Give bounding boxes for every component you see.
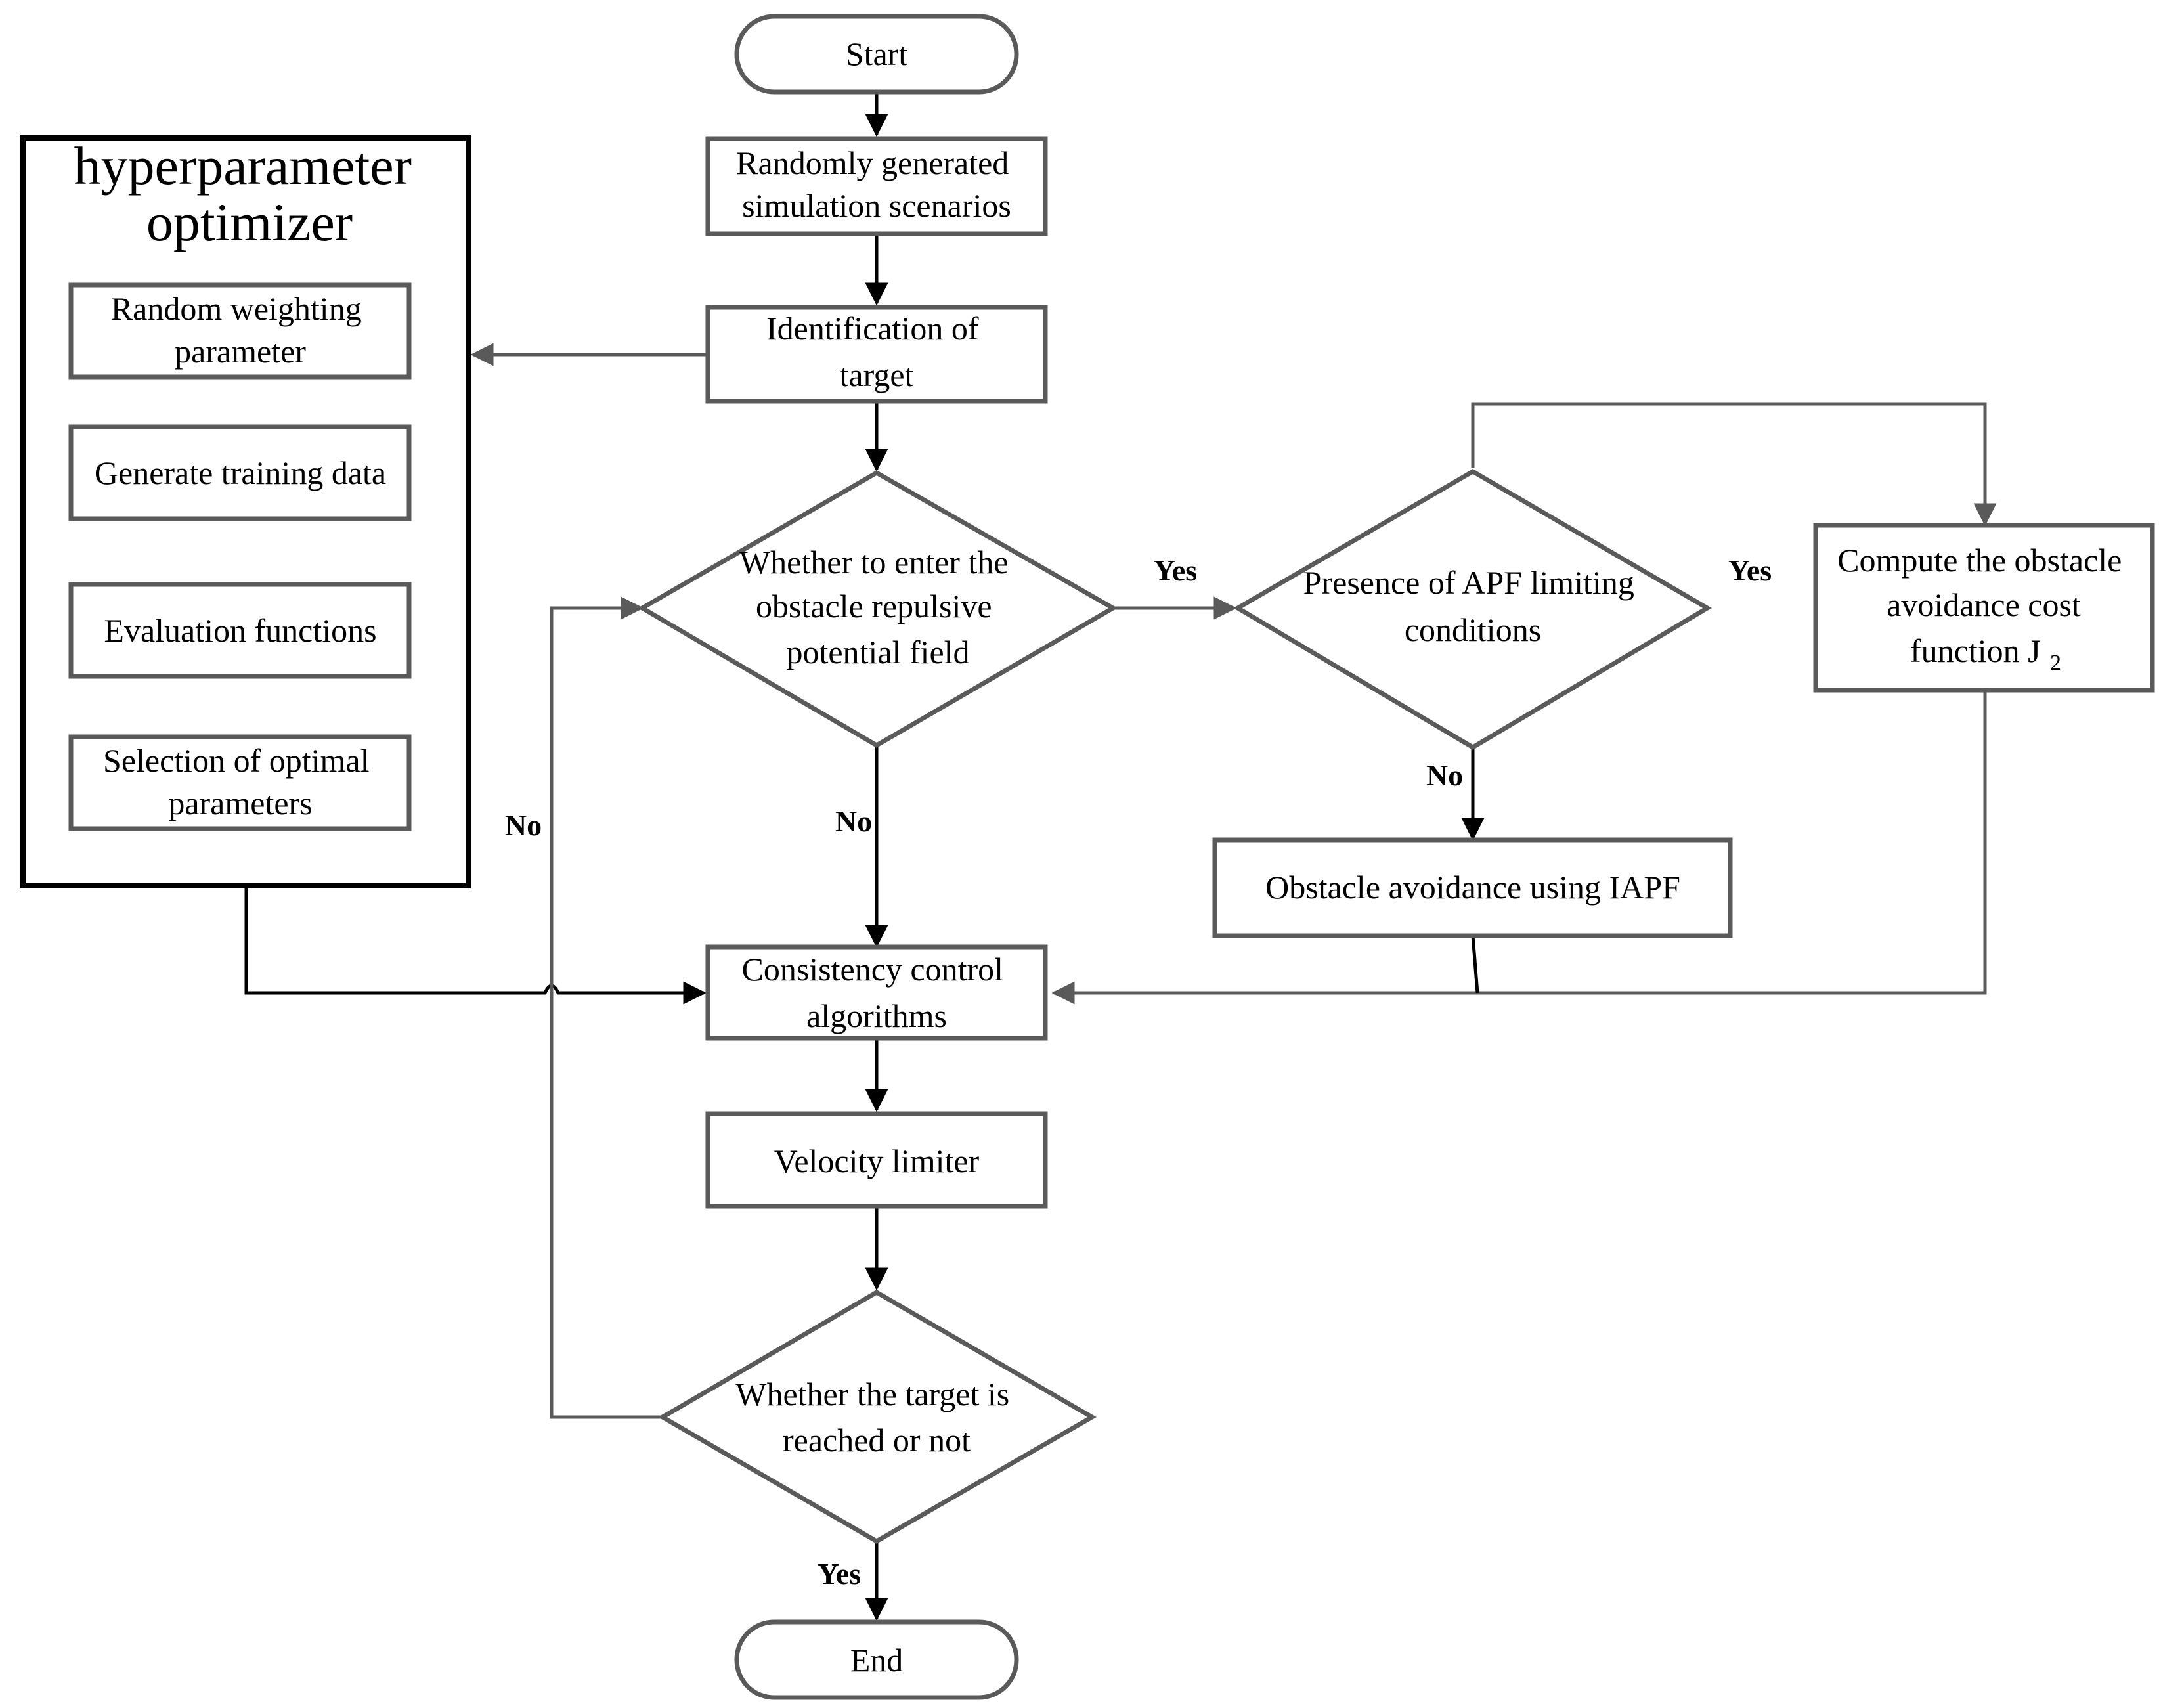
- step-random-weighting-label: Random weighting parameter: [111, 290, 370, 370]
- edge-labels: Yes Yes No No No Yes: [505, 554, 1772, 1590]
- svg-text:Compute the obstacle avo: Compute the obstacle avoidance cost: [1837, 542, 2130, 623]
- node-velocity-limiter: Velocity limiter: [705, 1111, 1048, 1209]
- svg-text:Consistency control algo: Consistency control algorithms: [741, 951, 1011, 1034]
- svg-text:Obstacle avoidance using IAPF: Obstacle avoidance using IAPF: [1265, 869, 1680, 906]
- label-no-enter: No: [835, 804, 872, 838]
- decision-target-reached: Whether the target is reached or not: [658, 1289, 1097, 1544]
- node-iapf: Obstacle avoidance using IAPF: [1212, 837, 1733, 938]
- step-selection-optimal: [68, 734, 412, 831]
- connectors: [229, 92, 1997, 1621]
- svg-text:Randomly generated simul: Randomly generated simulation scenarios: [736, 144, 1017, 224]
- svg-text:Whether to enter the obs: Whether to enter the obstacle repulsive …: [739, 544, 1016, 670]
- svg-text:Identification of target: Identification of target: [766, 310, 987, 393]
- step-random-weighting: [68, 282, 412, 380]
- edge-apf-cost: [1471, 402, 1997, 527]
- edge-reached-loop: [550, 596, 661, 1419]
- svg-text:End: End: [850, 1642, 904, 1678]
- step-generate-training-data: [68, 424, 412, 521]
- optimizer-title: hyperparameter optimizer: [74, 136, 426, 252]
- decision-enter-field: Whether to enter the obstacle repulsive …: [638, 470, 1118, 749]
- label-yes-enter: Yes: [1154, 554, 1197, 587]
- svg-text:Presence of APF limiting: Presence of APF limiting conditions: [1303, 564, 1643, 648]
- edge-cost-consistency: [1051, 690, 1987, 1005]
- svg-text:Whether the target is r: Whether the target is reached or not: [735, 1376, 1017, 1458]
- label-no-apf: No: [1426, 758, 1463, 792]
- step-evaluation-functions-label: Evaluation functions: [104, 612, 376, 649]
- node-end: End: [734, 1619, 1019, 1700]
- label-yes-apf: Yes: [1728, 554, 1772, 587]
- step-evaluation-functions: [68, 582, 412, 679]
- node-cost-function: Compute the obstacle avoidance cost func…: [1813, 523, 2155, 693]
- svg-text:Start: Start: [846, 35, 908, 72]
- hyperparameter-optimizer: hyperparameter optimizer Random weightin…: [20, 135, 471, 888]
- cost-function-subscript: 2: [2050, 651, 2061, 675]
- node-identification: Identification of target: [705, 305, 1048, 404]
- label-yes-reached: Yes: [818, 1557, 861, 1590]
- label-no-reached: No: [505, 808, 542, 842]
- edge-iapf-join: [1471, 935, 1479, 994]
- cost-function-main: function J: [1910, 632, 2041, 669]
- step-selection-optimal-label: Selection of optimal parameters: [103, 742, 378, 821]
- decision-apf-limits: Presence of APF limiting conditions: [1233, 468, 1712, 751]
- step-generate-training-data-label: Generate training data: [95, 454, 386, 491]
- edge-optimizer-consistency: [244, 886, 707, 1005]
- node-random-scenarios: Randomly generated simulation scenarios: [705, 136, 1048, 236]
- node-start: Start: [734, 14, 1019, 95]
- node-consistency-control: Consistency control algorithms: [705, 944, 1048, 1041]
- svg-text:Velocity limiter: Velocity limiter: [774, 1143, 980, 1179]
